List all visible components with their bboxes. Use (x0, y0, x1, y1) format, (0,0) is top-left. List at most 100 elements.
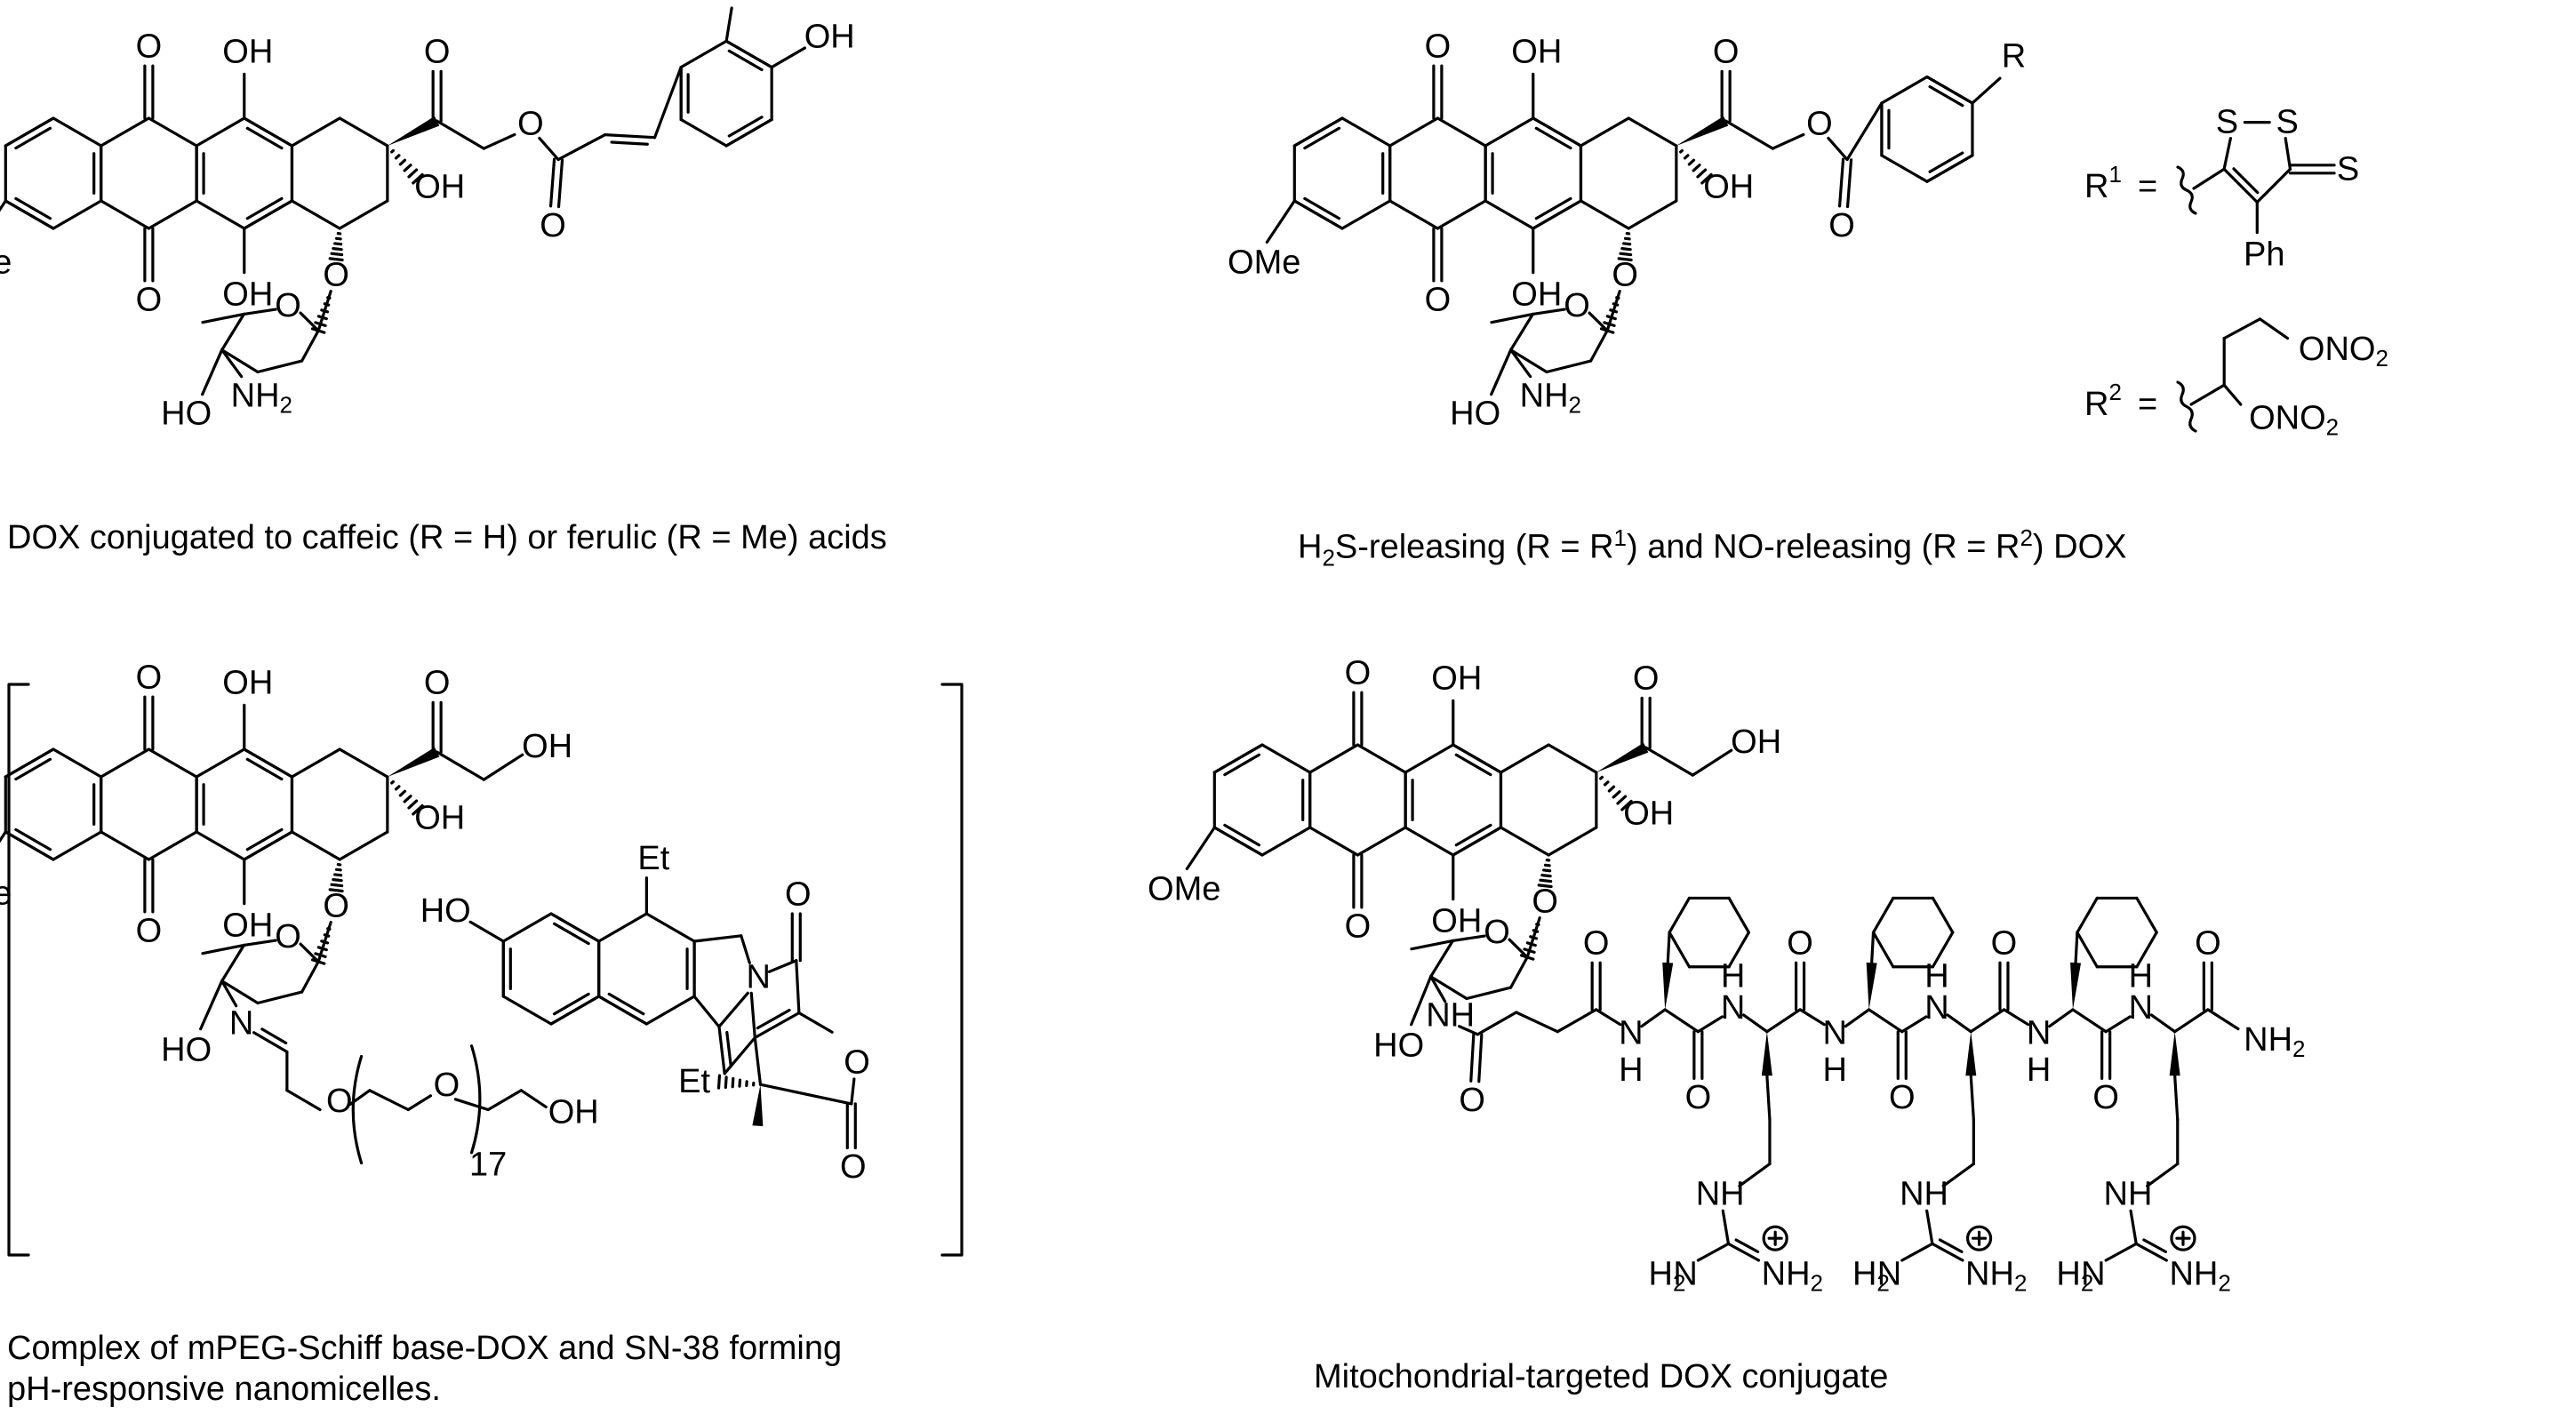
bond (1465, 986, 1513, 1001)
bond (1579, 199, 1630, 230)
bond (1356, 743, 1407, 774)
bond (850, 1077, 856, 1106)
hashed-bond (403, 795, 412, 803)
bond (1404, 743, 1455, 774)
hashed-bond (1612, 302, 1620, 307)
bond (1798, 1008, 1826, 1027)
hashed-bond (328, 257, 344, 262)
wavy-bond (2176, 165, 2197, 215)
sugar-ring-oxygen: O (1484, 914, 1510, 951)
double-bond (1928, 151, 1964, 173)
hashed-bond (334, 236, 342, 241)
amide-oxygen: O (2195, 925, 2221, 963)
bond (1844, 1008, 1871, 1028)
wedge-bond (2169, 1031, 2180, 1076)
hashed-bond (1537, 883, 1553, 889)
hashed-bond (724, 1075, 728, 1090)
bond (2222, 137, 2232, 171)
hashed-bond (1540, 873, 1552, 878)
amide-oxygen: O (1685, 1079, 1712, 1116)
succinyl-oxygen: O (1459, 1082, 1485, 1119)
hashed-bond (320, 939, 330, 945)
bond (679, 39, 728, 69)
double-bond (756, 1008, 791, 1030)
bond (100, 199, 150, 230)
hydroxyl-label: OH (1431, 902, 1482, 939)
thione-sulfur-label: S (2337, 150, 2359, 188)
bond (644, 912, 696, 943)
guanidine-nh-label: NH (1900, 1176, 1948, 1213)
caption-panel-c: Complex of mPEG-Schiff base-DOX and SN-3… (7, 1328, 842, 1410)
amide-oxygen: O (1583, 925, 1610, 963)
bond (1931, 1242, 1964, 1262)
bond (201, 943, 246, 955)
glycosidic-oxygen: O (1612, 257, 1638, 294)
repeat-count-label: 17 (469, 1147, 507, 1184)
bond (724, 117, 773, 148)
bond (1484, 199, 1535, 230)
glycosidic-oxygen: O (323, 888, 349, 925)
bond (1721, 1209, 1731, 1246)
ketone-oxygen: O (424, 665, 451, 702)
hashed-bond (1615, 296, 1620, 300)
double-bond (1454, 823, 1492, 847)
ketone-oxygen: O (1713, 34, 1740, 71)
bond (243, 199, 294, 230)
double-bond (1734, 1238, 1760, 1253)
amide-oxygen: O (2092, 1079, 2119, 1116)
double-bond (14, 196, 52, 220)
bond (2206, 1008, 2240, 1031)
caption-panel-d: Mitochondrial-targeted DOX conjugate (1314, 1358, 1889, 1395)
ketone-oxygen: O (1633, 660, 1660, 698)
ester-carbonyl-oxygen: O (540, 207, 566, 244)
hashed-bond (334, 867, 342, 872)
bond (2071, 1008, 2108, 1034)
bond (758, 1083, 853, 1106)
bond (501, 995, 553, 1026)
r-label: R (2002, 37, 2026, 75)
hashed-bond (323, 933, 331, 938)
bond (348, 1089, 372, 1106)
carbonyl-bond (1845, 158, 1853, 209)
hashed-bond (328, 888, 344, 893)
bond (290, 116, 341, 148)
sugar-ring-oxygen: O (275, 918, 301, 955)
bond (1696, 1015, 1724, 1034)
bond (1545, 359, 1593, 374)
positive-charge-circle (1762, 1225, 1788, 1251)
equals-sign: = (2138, 168, 2157, 205)
double-bond (1223, 823, 1261, 847)
bond (2255, 167, 2292, 204)
bond (1880, 75, 1929, 105)
bond (1484, 116, 1535, 148)
ester-carbonyl-oxygen: O (1828, 207, 1855, 244)
bond (2129, 1209, 2138, 1246)
bond (1969, 1074, 1975, 1122)
guanidinium-nh2-label: NH2 (2169, 1256, 2230, 1297)
hashed-bond (407, 799, 419, 810)
hashed-bond (1620, 799, 1633, 811)
sulfur-label: S (2216, 104, 2238, 141)
hashed-bond (407, 168, 419, 179)
hashed-bond (1619, 252, 1633, 257)
bond (1532, 116, 1583, 148)
hashed-bond (1535, 923, 1540, 927)
tertiary-hydroxyl-label: OH (414, 169, 465, 206)
amide-nitrogen-label: N (2027, 1015, 2051, 1052)
bond (1499, 743, 1550, 774)
bond (1265, 199, 1296, 244)
bond (2135, 931, 2158, 969)
bond (1738, 1162, 1772, 1187)
bond (2222, 167, 2259, 204)
hashed-bond (412, 803, 424, 816)
bond (1509, 348, 1532, 379)
caption-panel-b: H2S-releasing (R = R1) and NO-releasing … (1298, 524, 2127, 572)
bond (1499, 826, 1550, 857)
ethyl-label: Et (678, 1063, 710, 1100)
quinone-oxygen: O (136, 282, 163, 319)
equals-sign: = (2138, 386, 2157, 423)
hashed-bond (403, 164, 412, 172)
hashed-bond (394, 785, 401, 791)
bond (1490, 348, 1513, 396)
bond (1476, 1011, 1518, 1036)
